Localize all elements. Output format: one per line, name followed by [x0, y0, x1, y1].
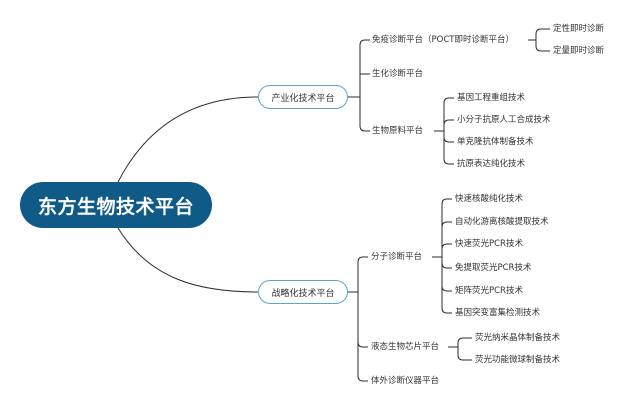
node-biochemical: 生化诊断平台	[372, 69, 424, 79]
leaf-microsphere: 荧光功能微球制备技术	[475, 355, 561, 365]
leaf-antigen-expression: 抗原表达纯化技术	[457, 159, 526, 169]
leaf-monoclonal: 单克隆抗体制备技术	[457, 137, 534, 147]
leaf-nanocrystal: 荧光纳米晶体制备技术	[475, 333, 561, 343]
branch-label: 战略化技术平台	[271, 288, 335, 299]
node-liquid-chip: 液态生物芯片平台	[371, 342, 440, 352]
leaf-qualitative-poct: 定性即时诊断	[553, 24, 605, 34]
root-label: 东方生物技术平台	[37, 195, 194, 218]
branch-label: 产业化技术平台	[271, 93, 335, 104]
leaf-fast-pcr: 快速荧光PCR技术	[455, 239, 523, 249]
leaf-nucleic-purification: 快速核酸纯化技术	[455, 194, 524, 204]
leaf-small-molecule: 小分子抗原人工合成技术	[457, 115, 551, 125]
branch-industrial: 产业化技术平台	[258, 85, 348, 109]
node-raw-materials: 生物原料平台	[372, 126, 424, 136]
leaf-quantitative-poct: 定量即时诊断	[553, 46, 605, 56]
node-molecular: 分子诊断平台	[371, 252, 423, 262]
leaf-cfdna-extraction: 自动化游离核酸提取技术	[455, 217, 549, 227]
root-node: 东方生物技术平台	[20, 182, 212, 228]
leaf-mutation-enrichment: 基因突变富集检测技术	[455, 308, 541, 318]
leaf-matrix-pcr: 矩阵荧光PCR技术	[455, 286, 523, 296]
leaf-recombinant: 基因工程重组技术	[457, 93, 526, 103]
leaf-extraction-free-pcr: 免提取荧光PCR技术	[455, 263, 532, 273]
node-immunodiagnostic: 免疫诊断平台（POCT即时诊断平台）	[372, 35, 514, 45]
node-ivd-instruments: 体外诊断仪器平台	[371, 376, 440, 386]
branch-strategic: 战略化技术平台	[258, 280, 348, 304]
